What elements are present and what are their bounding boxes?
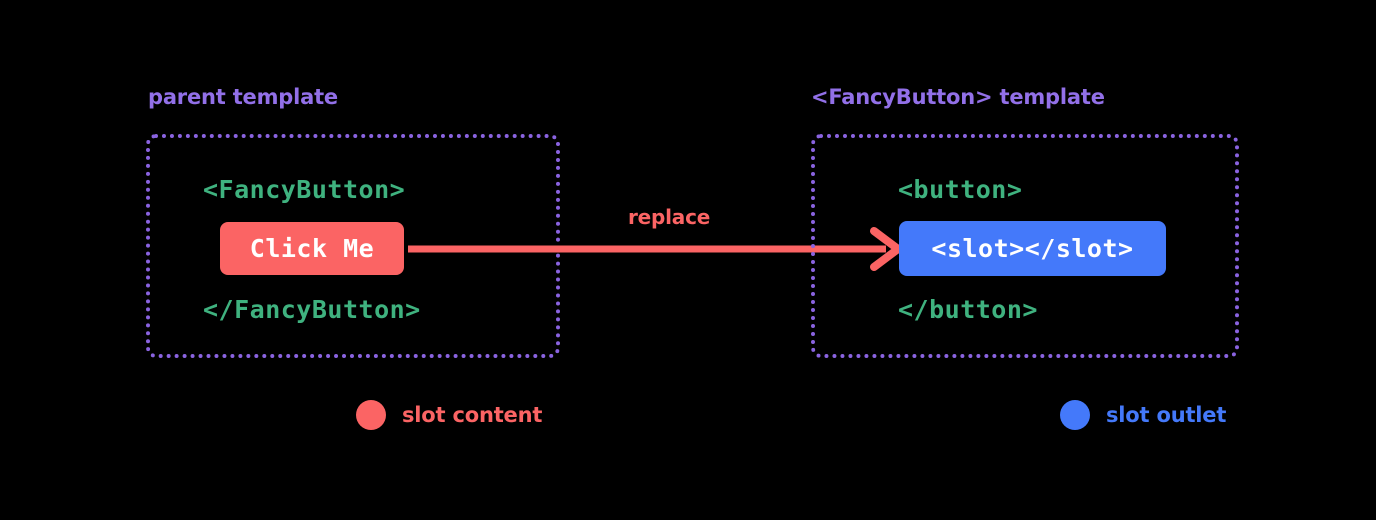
slot-outlet-chip: <slot></slot> [899,221,1166,276]
arrow-right-icon [408,227,902,271]
circle-icon [1060,400,1090,430]
parent-open-tag: <FancyButton> [203,175,406,204]
legend-item-label: slot outlet [1106,403,1227,427]
fancybutton-close-tag: </button> [898,295,1038,324]
legend-item-label: slot content [402,403,543,427]
legend-item-slot-content: slot content [356,400,542,430]
parent-close-tag: </FancyButton> [203,295,421,324]
legend-item-slot-outlet: slot outlet [1060,400,1226,430]
arrow-label: replace [628,205,711,229]
fancybutton-open-tag: <button> [898,175,1023,204]
circle-icon [356,400,386,430]
slot-content-chip: Click Me [220,222,404,275]
fancybutton-template-heading: <FancyButton> template [811,85,1105,109]
fancybutton-template-panel [811,134,1239,358]
parent-template-heading: parent template [148,85,338,109]
